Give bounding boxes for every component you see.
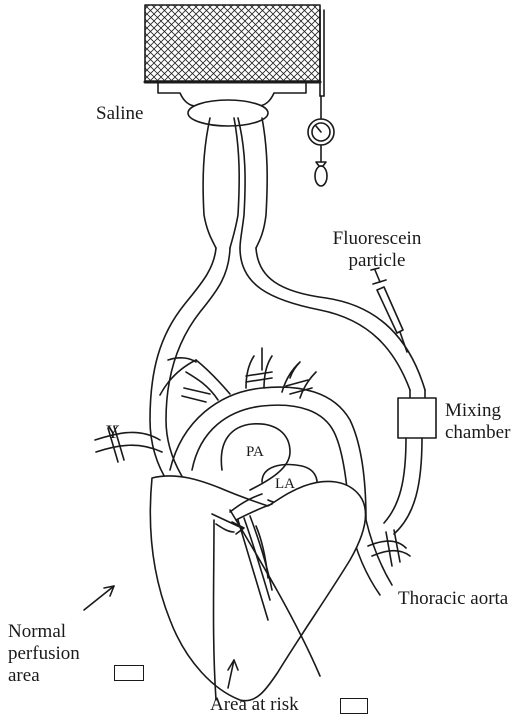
fluorescein-syringe <box>371 268 407 352</box>
label-y: Y <box>106 422 120 444</box>
label-pa: PA <box>246 441 264 463</box>
label-la: LA <box>275 473 295 495</box>
legend-box-normal-perfusion <box>114 665 144 681</box>
label-fluorescein-particle: Fluorescein particle <box>318 228 436 272</box>
label-mixing-chamber: Mixing chamber <box>445 400 510 444</box>
mixing-chamber <box>384 390 436 534</box>
label-normal-perfusion-area: Normal perfusion area <box>8 621 80 687</box>
label-thoracic-aorta: Thoracic aorta <box>398 588 508 610</box>
saline-reservoir <box>145 5 324 106</box>
pressure-gauge <box>308 96 334 186</box>
label-area-at-risk: Area at risk <box>210 694 299 716</box>
legend-box-area-at-risk <box>340 698 368 714</box>
label-saline: Saline <box>96 103 144 125</box>
heart <box>150 476 365 701</box>
reservoir-connector <box>188 100 268 126</box>
